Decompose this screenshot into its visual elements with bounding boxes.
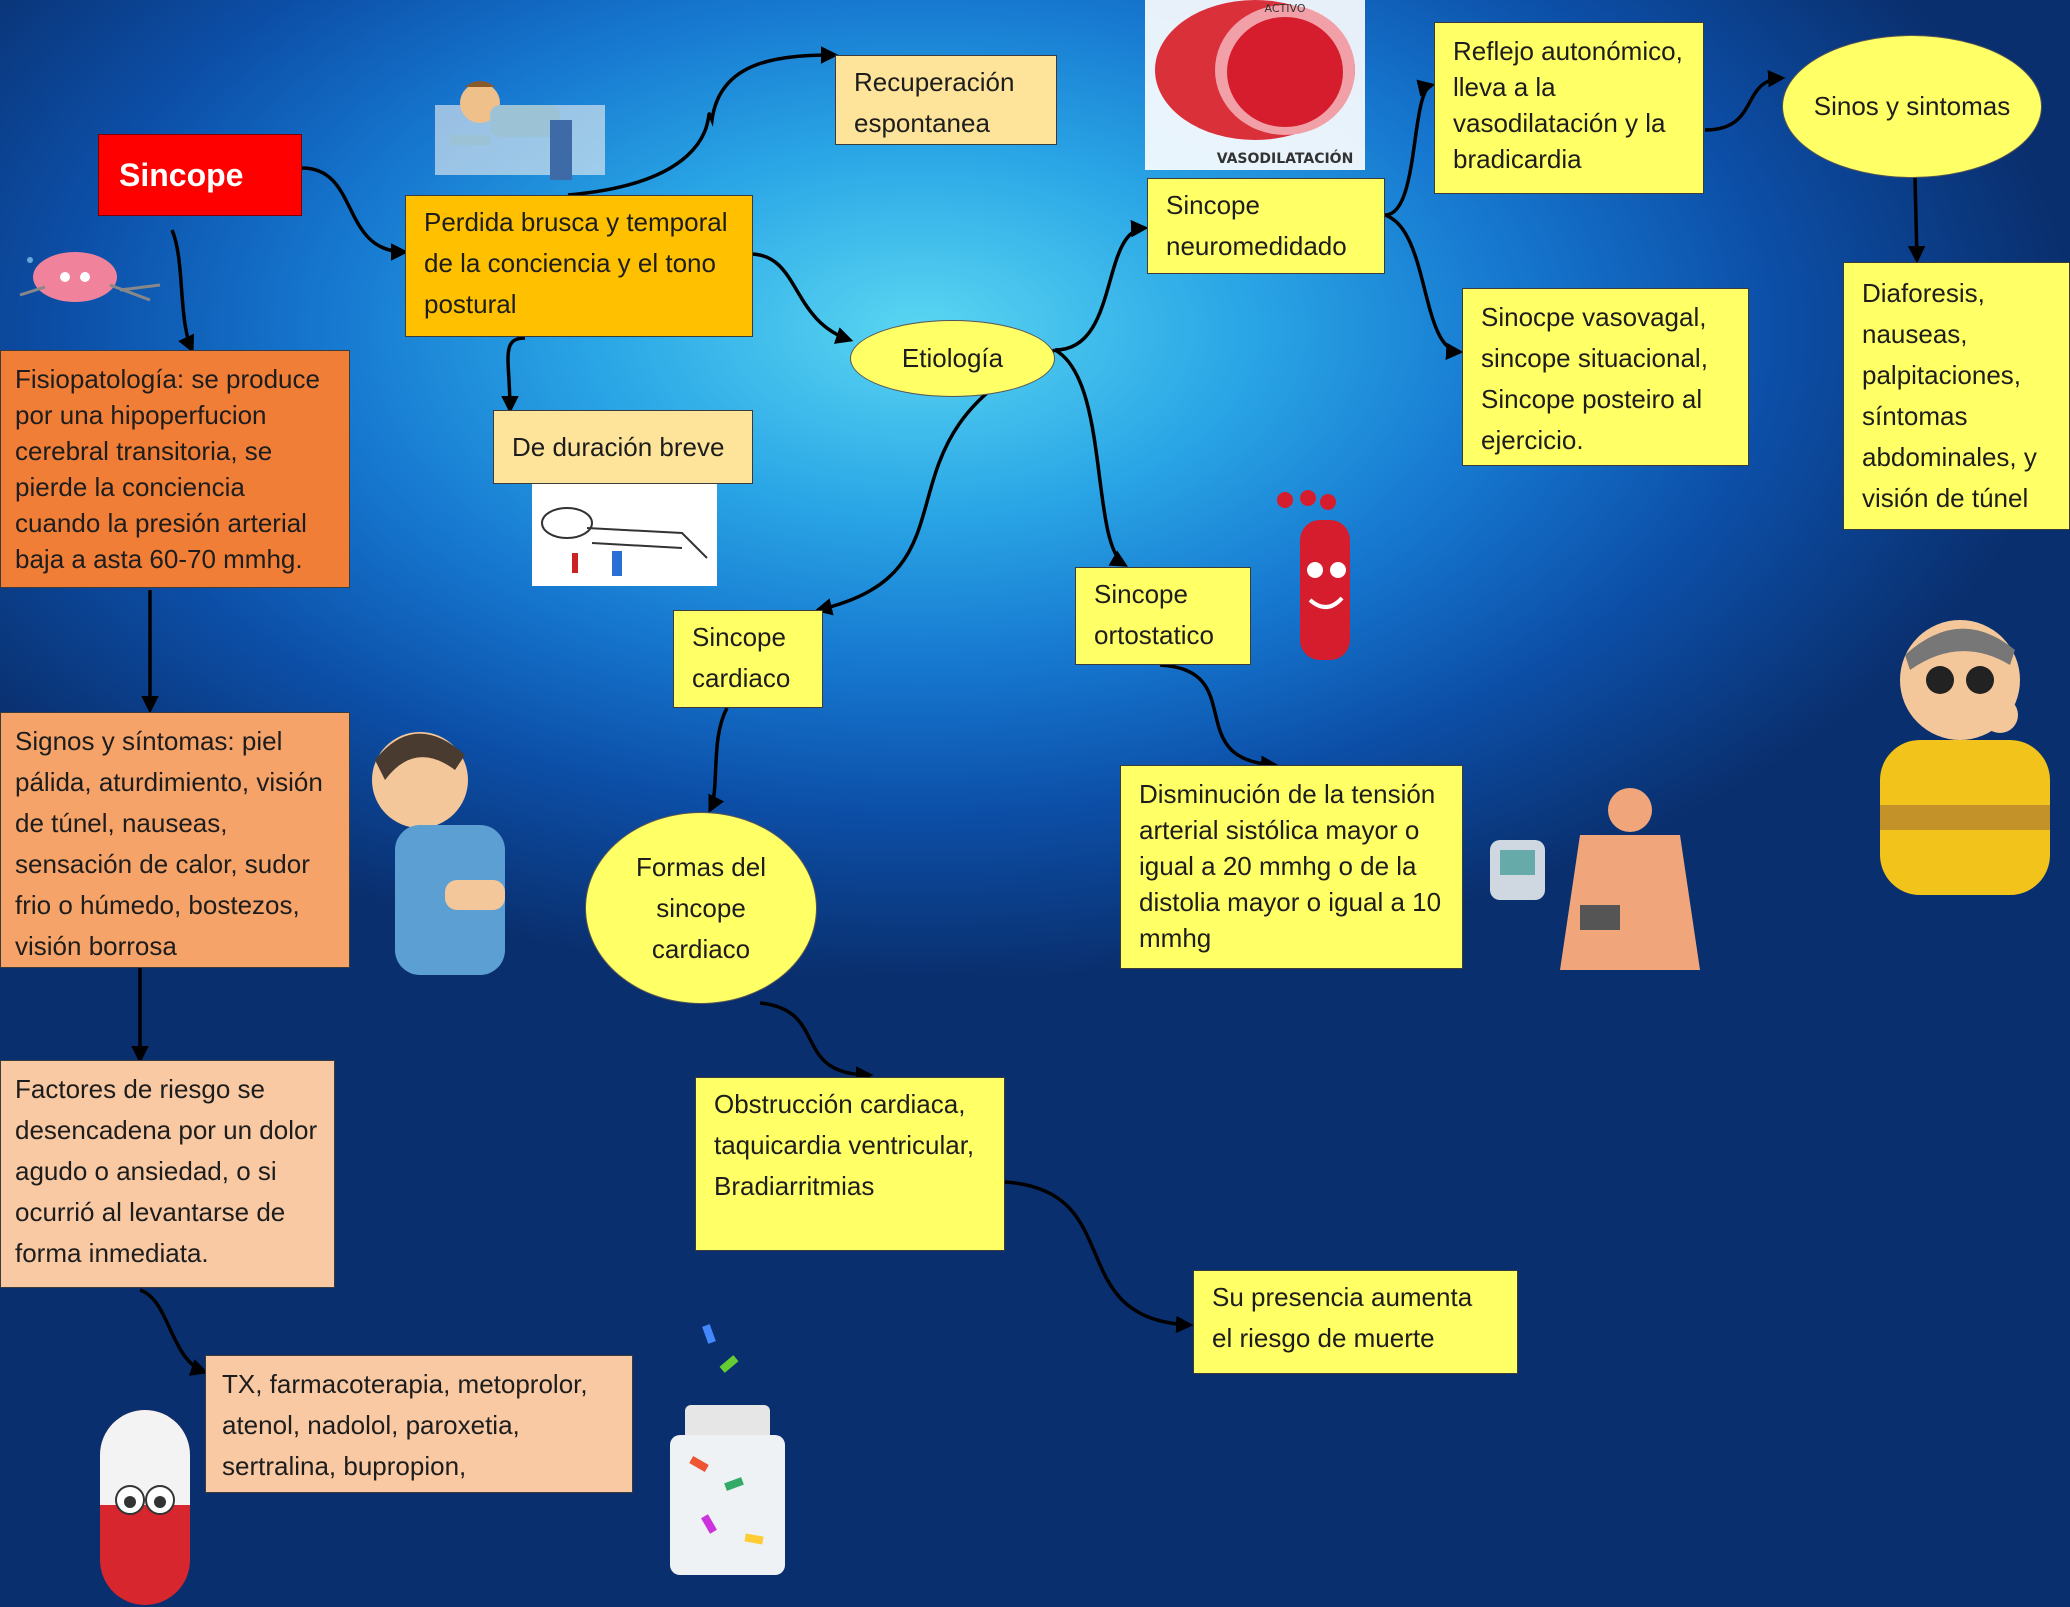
- arrow-perdida-etiologia: [749, 252, 854, 344]
- disminucion-node: Disminución de la tensión arterial sistó…: [1120, 765, 1463, 969]
- vasodilatation-illustration: ACTIVO VASODILATACIÓN: [1145, 0, 1365, 170]
- etiologia-node: Etiología: [850, 320, 1055, 397]
- perdida-node: Perdida brusca y temporal de la concienc…: [405, 195, 753, 337]
- arrow-factores-tx: [139, 1288, 209, 1376]
- arrow-etiologia-ortostatico: [1054, 348, 1129, 567]
- arrow-reflejo-sinos: [1704, 69, 1786, 132]
- arrow-neuro-reflejo: [1384, 79, 1436, 217]
- reflejo-node: Reflejo autonómico, lleva a la vasodilat…: [1434, 22, 1704, 194]
- cardiaco-node: Sincope cardiaco: [673, 610, 823, 708]
- recuperacion-node: Recuperación espontanea: [835, 55, 1057, 145]
- arrow-formas-obstruccion: [759, 1001, 874, 1084]
- blood-pressure-man-icon: [1490, 788, 1700, 970]
- ortostatico-node: Sincope ortostatico: [1075, 567, 1251, 665]
- blood-vessel-character-icon: [1277, 490, 1350, 660]
- factores-node: Factores de riesgo se desencadena por un…: [0, 1060, 335, 1288]
- diaforesis-node: Diaforesis, nauseas, palpitaciones, sínt…: [1843, 262, 2070, 530]
- fainted-brain-icon: [19, 252, 161, 302]
- arrow-perdida-recuperacion: [567, 46, 839, 197]
- arrow-perdida-duracion: [501, 336, 526, 414]
- pill-bottle-icon: [670, 1324, 785, 1575]
- tx-node: TX, farmacoterapia, metoprolor, atenol, …: [205, 1355, 633, 1493]
- falling-man-icon: [435, 81, 605, 180]
- activo-label: ACTIVO: [1265, 2, 1306, 15]
- presencia-node: Su presencia aumenta el riesgo de muerte: [1193, 1270, 1518, 1374]
- arrow-etiologia-neuromedidado: [1054, 219, 1149, 352]
- arrow-cardiaco-formas: [708, 707, 729, 814]
- sincope-title: Sincope: [98, 134, 302, 216]
- vasodilatacion-label: VASODILATACIÓN: [1217, 149, 1354, 167]
- signos-node: Signos y síntomas: piel pálida, aturdimi…: [0, 712, 350, 968]
- nauseous-man-icon: [1880, 620, 2050, 895]
- pill-character-icon: [100, 1410, 190, 1605]
- neuromedidado-node: Sincope neuromedidado: [1147, 178, 1385, 274]
- sick-man-icon: [372, 732, 505, 975]
- duracion-node: De duración breve: [493, 410, 753, 484]
- arrow-sinos-diaforesis: [1907, 177, 1926, 264]
- sinocpe-node: Sinocpe vasovagal, sincope situacional, …: [1462, 288, 1749, 466]
- arrow-neuro-sinocpe: [1384, 213, 1464, 360]
- fisiopatologia-node: Fisiopatología: se produce por una hipop…: [0, 350, 350, 588]
- arrow-title-perdida: [301, 166, 409, 261]
- fainted-person-sketch: [532, 483, 717, 586]
- arrow-ortostatico-disminucion: [1159, 663, 1279, 773]
- formas-node: Formas del sincope cardiaco: [585, 812, 817, 1004]
- obstruccion-node: Obstrucción cardiaca, taquicardia ventri…: [695, 1077, 1005, 1251]
- arrow-title-fisiopatologia: [170, 229, 195, 354]
- sinos-node: Sinos y sintomas: [1782, 35, 2042, 178]
- arrow-obstruccion-presencia: [1004, 1180, 1194, 1334]
